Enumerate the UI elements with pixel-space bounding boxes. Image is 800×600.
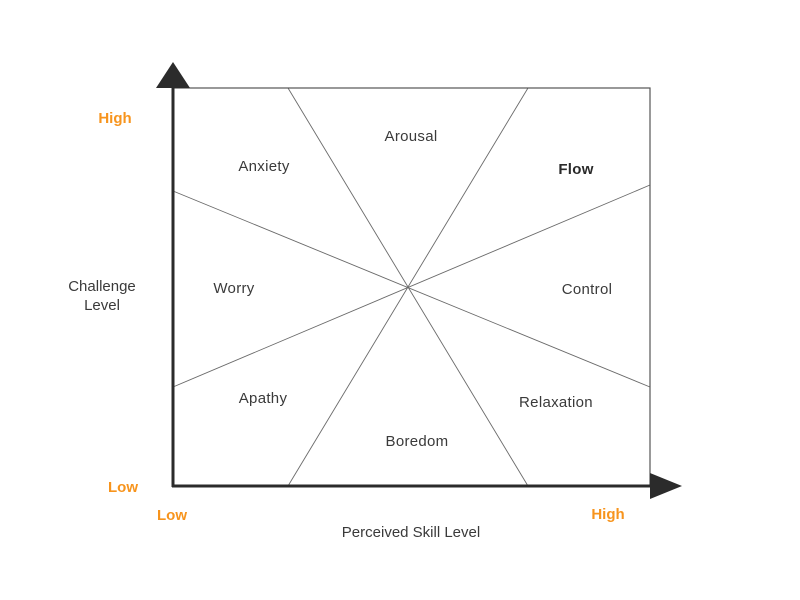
x-axis-title: Perceived Skill Level (342, 524, 480, 541)
y-axis-high-label: High (98, 110, 131, 127)
x-axis (172, 473, 682, 499)
y-axis (156, 62, 190, 487)
x-axis-high-label: High (591, 506, 624, 523)
zone-worry: Worry (213, 280, 254, 297)
y-axis-low-label: Low (108, 479, 138, 496)
y-axis-arrow-icon (156, 62, 190, 88)
zone-anxiety: Anxiety (238, 158, 289, 175)
x-axis-arrow-icon (650, 473, 682, 499)
divider-line (172, 184, 651, 388)
y-axis-title-line1: Challenge (68, 278, 136, 295)
zone-boredom: Boredom (386, 433, 449, 450)
zone-apathy: Apathy (239, 390, 288, 407)
zone-flow: Flow (558, 161, 593, 178)
zone-relaxation: Relaxation (519, 394, 593, 411)
zone-dividers (172, 87, 651, 487)
divider-line (172, 190, 651, 388)
zone-labels: Arousal Anxiety Flow Worry Control Apath… (213, 128, 612, 450)
zone-control: Control (562, 281, 612, 298)
zone-arousal: Arousal (385, 128, 438, 145)
x-axis-low-label: Low (157, 507, 187, 524)
y-axis-title-line2: Level (84, 297, 120, 314)
